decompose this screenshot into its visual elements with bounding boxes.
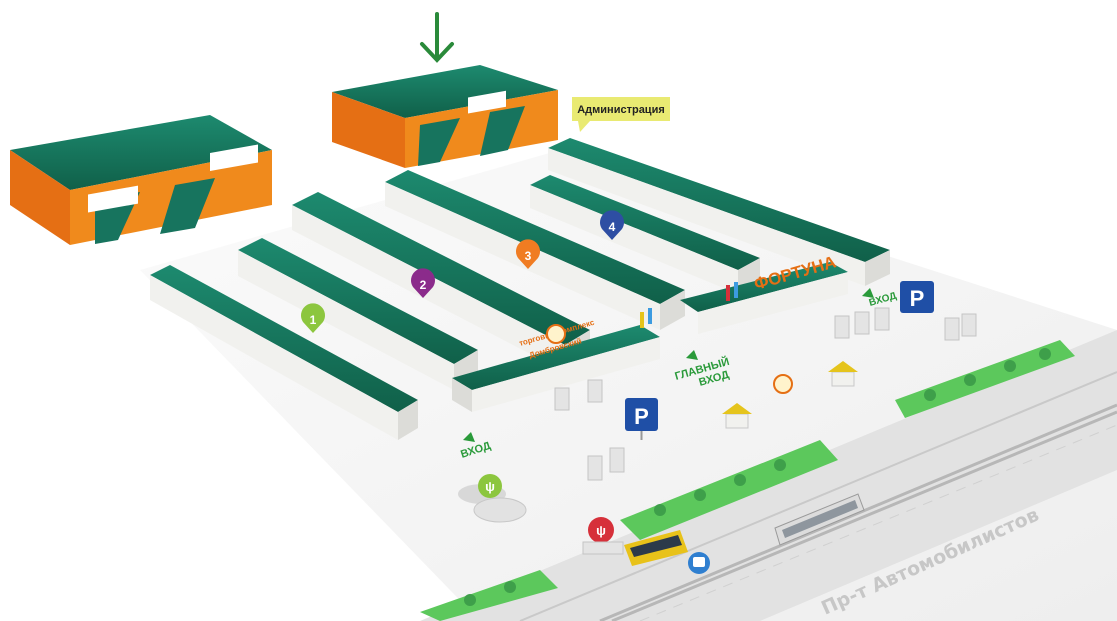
- parking-sign-1-label: P: [634, 404, 649, 429]
- marker-1-label: 1: [310, 313, 317, 327]
- marker-3[interactable]: 3: [516, 239, 540, 269]
- kiosk-1[interactable]: [722, 403, 752, 429]
- flags: [640, 282, 738, 328]
- parking-sign-1[interactable]: P: [625, 398, 658, 440]
- tram: [774, 493, 865, 546]
- admin-tooltip-text: Администрация: [577, 104, 665, 116]
- bus-icon: [693, 557, 705, 567]
- market-rows: [150, 138, 890, 440]
- restaurant-marker[interactable]: ψ: [588, 517, 614, 543]
- marker-2-label: 2: [420, 278, 427, 292]
- front-building[interactable]: [452, 325, 660, 412]
- marker-3-label: 3: [525, 249, 532, 263]
- bus-stop: [582, 541, 624, 555]
- grass-strip-right: [895, 340, 1075, 418]
- cafe[interactable]: ψ: [458, 474, 527, 523]
- bus: [624, 530, 688, 566]
- marker-4[interactable]: 4: [599, 210, 624, 240]
- row-1[interactable]: [150, 265, 418, 440]
- svg-text:ψ: ψ: [485, 479, 495, 494]
- kiosk-2[interactable]: [828, 361, 858, 387]
- arrow-down-icon: [420, 12, 454, 63]
- shop-logo: [546, 324, 566, 344]
- admin-tooltip: Администрация: [572, 97, 670, 132]
- grass-strip-left: [420, 570, 558, 621]
- cutlery-icon: ψ: [596, 523, 606, 538]
- trees: [464, 348, 1051, 606]
- shop-logo-2: [773, 374, 793, 394]
- parked-cars: [554, 307, 977, 481]
- parking-sign-2[interactable]: P: [900, 281, 934, 313]
- parking-sign-2-label: P: [910, 286, 925, 311]
- row-6[interactable]: [548, 138, 890, 286]
- marker-4-label: 4: [609, 220, 616, 234]
- hall-admin[interactable]: [332, 65, 558, 168]
- right-building[interactable]: [680, 262, 848, 334]
- marker-2[interactable]: 2: [411, 268, 435, 298]
- cutlery-icon: [478, 474, 502, 498]
- hall-left[interactable]: [10, 115, 272, 245]
- bus-stop-marker[interactable]: [688, 552, 710, 574]
- marker-1[interactable]: 1: [301, 303, 326, 333]
